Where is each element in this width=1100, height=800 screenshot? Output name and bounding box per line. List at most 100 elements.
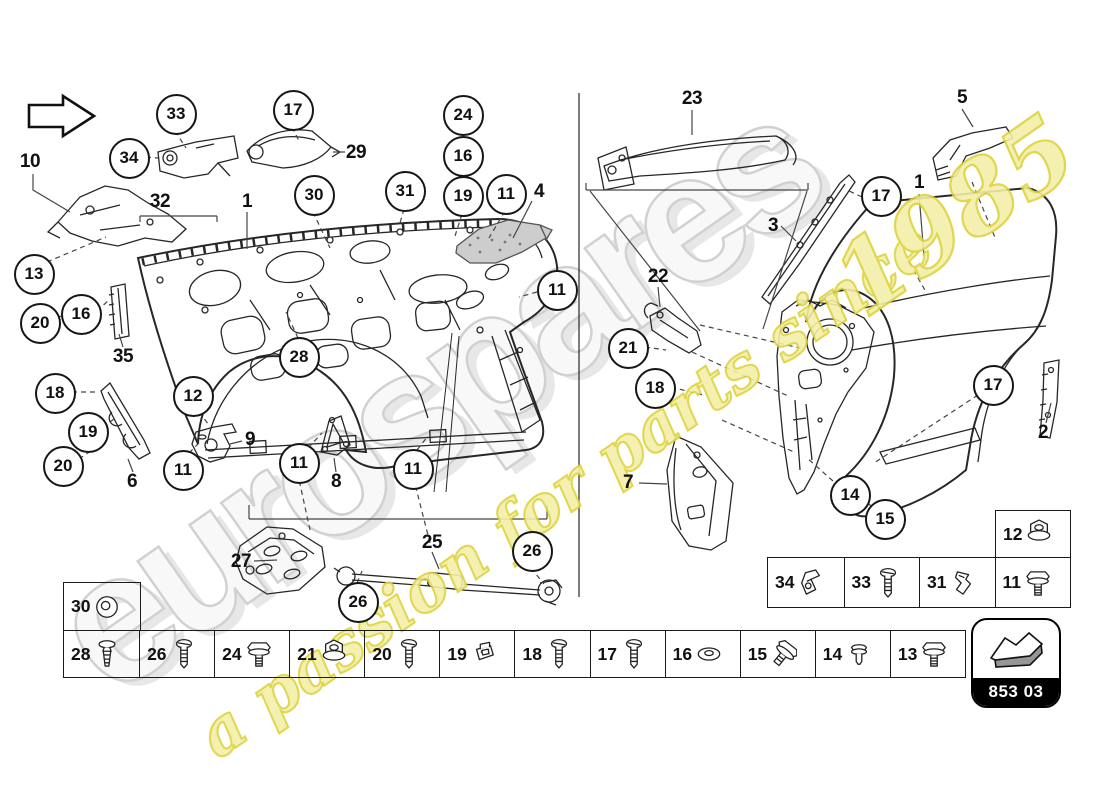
part-label-8[interactable]: 8	[330, 471, 342, 492]
fastener-cell-31[interactable]: 31	[919, 558, 995, 607]
fastener-cell-12[interactable]: 12	[995, 510, 1071, 558]
part-label-6[interactable]: 6	[126, 471, 138, 492]
part-label-2[interactable]: 2	[1037, 422, 1049, 443]
part-label-1[interactable]: 1	[241, 191, 253, 212]
dome-head-screw-icon	[625, 638, 643, 669]
dome-head-screw-icon	[550, 638, 568, 669]
callout-16[interactable]: 16	[442, 135, 484, 177]
callout-17[interactable]: 17	[272, 89, 314, 131]
callout-19[interactable]: 19	[67, 411, 109, 453]
callout-13[interactable]: 13	[13, 253, 55, 295]
fastener-mini-table: 34 33 31 11	[767, 557, 1071, 608]
callout-30[interactable]: 30	[293, 174, 335, 216]
fastener-cell-34[interactable]: 34	[768, 558, 844, 607]
callout-18[interactable]: 18	[34, 372, 76, 414]
part-label-7[interactable]: 7	[622, 472, 634, 493]
leader-lines	[32, 108, 1052, 585]
callout-24[interactable]: 24	[442, 94, 484, 136]
part-label-9[interactable]: 9	[244, 429, 256, 450]
badge-arrow-icon	[973, 620, 1059, 678]
callout-11[interactable]: 11	[536, 269, 578, 311]
fastener-label: 24	[222, 643, 242, 664]
fastener-label: 28	[71, 643, 91, 664]
grommet-washer-icon	[96, 595, 119, 618]
part-label-3[interactable]: 3	[767, 215, 779, 236]
fastener-cell-24[interactable]: 24	[214, 631, 289, 677]
part-label-32[interactable]: 32	[149, 191, 171, 212]
left-diagram-small-parts	[46, 129, 563, 606]
fastener-label: 16	[672, 643, 693, 664]
snap-rivet-icon	[851, 644, 868, 665]
part-label-29[interactable]: 29	[345, 142, 367, 163]
fastener-label: 12	[1003, 523, 1023, 544]
callout-20[interactable]: 20	[42, 445, 84, 487]
callout-28[interactable]: 28	[278, 336, 320, 378]
fastener-label: 26	[147, 643, 167, 664]
fastener-cell-19[interactable]: 19	[439, 631, 514, 677]
callout-11[interactable]: 11	[162, 449, 204, 491]
washer-icon	[697, 647, 721, 661]
part-label-25[interactable]: 25	[421, 532, 443, 553]
spring-clip-icon	[955, 570, 972, 595]
callout-33[interactable]: 33	[155, 93, 197, 135]
fastener-cell-14[interactable]: 14	[814, 631, 890, 677]
part-label-23[interactable]: 23	[681, 88, 703, 109]
part-label-10[interactable]: 10	[19, 151, 41, 172]
fastener-label: 34	[775, 572, 795, 592]
fastener-cell-33[interactable]: 33	[843, 558, 920, 607]
part-label-22[interactable]: 22	[647, 266, 669, 287]
svg-text:1985: 1985	[813, 93, 1097, 339]
callout-20[interactable]: 20	[19, 302, 61, 344]
dome-head-screw-icon	[400, 638, 417, 669]
right-diagram-fender	[578, 93, 1060, 597]
callout-15[interactable]: 15	[864, 498, 906, 540]
callout-21[interactable]: 21	[607, 327, 649, 369]
callout-16[interactable]: 16	[60, 293, 102, 335]
fastener-label: 14	[822, 643, 843, 664]
fastener-cell-15[interactable]: 15	[739, 631, 815, 677]
expanding-rivet-icon	[98, 640, 117, 667]
pan-head-screw-icon	[879, 567, 897, 598]
callout-26[interactable]: 26	[337, 581, 379, 623]
part-label-5[interactable]: 5	[956, 87, 968, 108]
fastener-table: 28 26 24 21 20 19 18 17 16 15	[63, 630, 966, 678]
callout-17[interactable]: 17	[972, 364, 1014, 406]
callout-11[interactable]: 11	[392, 448, 434, 490]
part-label-27[interactable]: 27	[230, 551, 252, 572]
fastener-cell-21[interactable]: 21	[289, 631, 364, 677]
part-label-1[interactable]: 1	[913, 172, 925, 193]
pan-head-screw-icon	[175, 638, 192, 669]
callout-14[interactable]: 14	[829, 474, 871, 516]
part-label-4[interactable]: 4	[533, 181, 545, 202]
fastener-label: 19	[447, 643, 467, 664]
fastener-cell-30[interactable]: 30	[63, 582, 141, 631]
fastener-label: 33	[851, 572, 871, 592]
part-group-badge: 853 03	[971, 618, 1061, 708]
hex-flange-bolt-icon	[922, 642, 947, 667]
callout-11[interactable]: 11	[278, 442, 320, 484]
callout-31[interactable]: 31	[384, 170, 426, 212]
callout-17[interactable]: 17	[860, 175, 902, 217]
fastener-cell-13[interactable]: 13	[889, 631, 965, 677]
hex-flange-bolt-icon	[1026, 570, 1050, 596]
fastener-cell-28[interactable]: 28	[64, 631, 139, 677]
callout-11[interactable]: 11	[485, 173, 527, 215]
callout-26[interactable]: 26	[511, 530, 553, 572]
fastener-label: 15	[747, 643, 768, 664]
callout-34[interactable]: 34	[108, 137, 150, 179]
hex-flange-bolt-icon	[246, 642, 271, 667]
fastener-cell-17[interactable]: 17	[589, 631, 665, 677]
fastener-cell-26[interactable]: 26	[139, 631, 214, 677]
fastener-label: 13	[897, 643, 918, 664]
part-label-35[interactable]: 35	[112, 346, 134, 367]
fastener-cell-16[interactable]: 16	[664, 631, 740, 677]
flange-nut-icon	[1028, 519, 1051, 541]
fastener-cell-18[interactable]: 18	[514, 631, 589, 677]
callout-18[interactable]: 18	[634, 367, 676, 409]
fastener-cell-20[interactable]: 20	[364, 631, 439, 677]
callout-19[interactable]: 19	[442, 175, 484, 217]
fastener-cell-11[interactable]: 11	[994, 558, 1071, 607]
callout-12[interactable]: 12	[172, 375, 214, 417]
